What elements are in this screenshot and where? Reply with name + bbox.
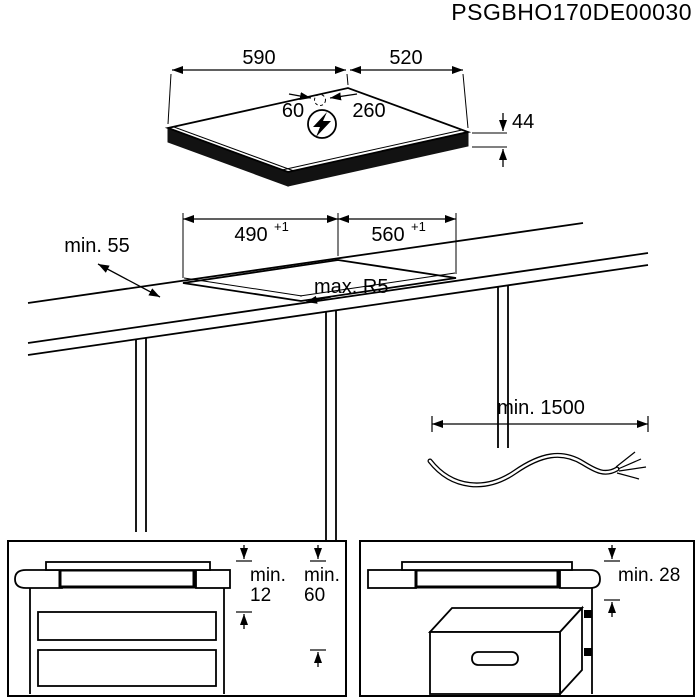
mains-offset-right-label: 260	[352, 100, 385, 122]
hob-glass-section	[45, 561, 211, 571]
cable-wire-end	[615, 451, 636, 468]
lightning-bolt-icon	[313, 112, 331, 137]
product-code: PSGBHO170DE00030	[451, 0, 692, 25]
hob-glass-section	[401, 561, 573, 571]
mains-cable-view: min. 1500	[427, 397, 649, 488]
drawer-front	[37, 649, 217, 687]
mains-offset-left-label: 60	[282, 100, 304, 122]
cutout-width-label: 560	[371, 224, 404, 246]
worktop-section-right	[195, 569, 231, 589]
oven-handle	[471, 651, 519, 666]
worktop-section-right	[559, 569, 601, 589]
mounting-bracket	[584, 648, 592, 656]
oven-top	[427, 607, 585, 633]
hob-width-label: 590	[242, 47, 275, 69]
hob-body-section	[414, 568, 560, 589]
hob-depth-label: 520	[389, 47, 422, 69]
cable-entry-marker	[314, 94, 326, 106]
worktop-cutout	[182, 259, 457, 302]
worktop-perspective-view: 490 +1 560 +1 min. 55 max. R5	[27, 213, 649, 540]
power-connection-icon	[307, 109, 337, 139]
drawer-clearance-min-label-2: min.	[304, 565, 340, 586]
worktop-edge-distance-label: min. 55	[64, 235, 130, 257]
worktop-section-left	[14, 569, 63, 589]
cutout-depth-label: 490	[234, 224, 267, 246]
hob-isometric-view: 590 520 44 60 260	[164, 47, 534, 187]
section-drawer-clearance: min. 12 min. 60	[7, 540, 347, 697]
oven-clearance-label: min. 28	[618, 565, 680, 586]
drawer-clearance-value-1: 12	[250, 585, 271, 606]
drawer-front	[37, 611, 217, 641]
worktop-section-left	[367, 569, 417, 589]
mounting-bracket	[584, 610, 592, 618]
worktop-front-edge	[27, 252, 649, 344]
corner-radius-label: max. R5	[314, 276, 388, 298]
drawer-clearance-value-2: 60	[304, 585, 325, 606]
cutout-depth-tolerance: +1	[274, 219, 289, 234]
mains-cable	[427, 452, 620, 488]
section-oven-clearance: min. 28	[359, 540, 695, 697]
hob-body-section	[58, 568, 196, 589]
cable-length-label: min. 1500	[497, 397, 585, 419]
hob-height-label: 44	[512, 111, 534, 133]
drawer-clearance-min-label-1: min.	[250, 565, 286, 586]
cutout-width-tolerance: +1	[411, 219, 426, 234]
